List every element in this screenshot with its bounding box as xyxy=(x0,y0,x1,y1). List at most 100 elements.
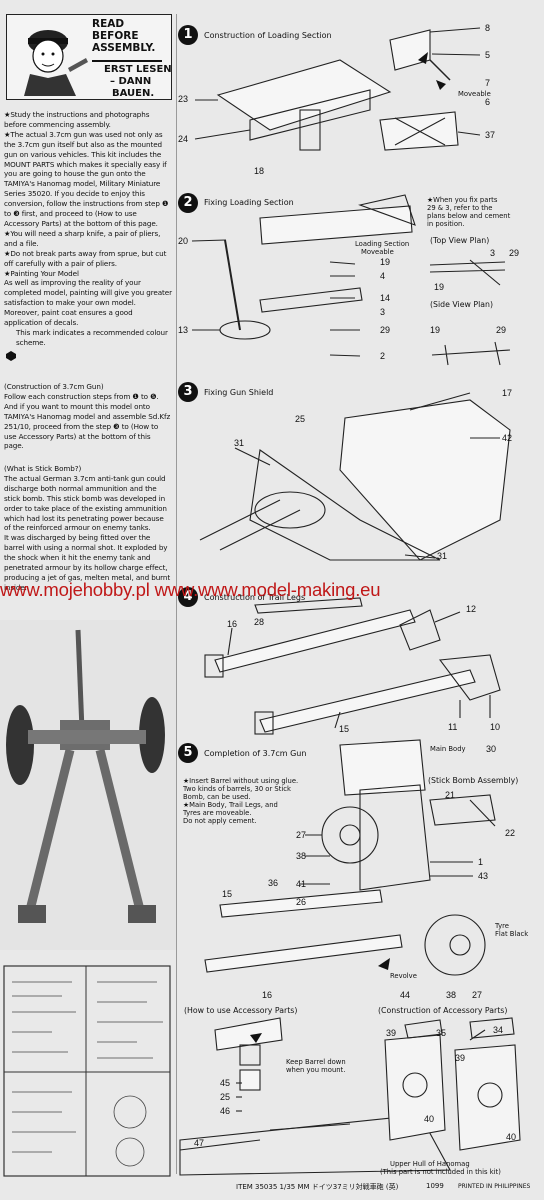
badge-line: ERST LESEN xyxy=(104,64,172,75)
part-label: 25 xyxy=(220,1092,231,1102)
part-label: 29 xyxy=(380,325,391,335)
stick-bomb-heading: (What is Stick Bomb?) xyxy=(4,464,82,473)
badge-line: ASSEMBLY. xyxy=(92,42,156,54)
part-label: 29 xyxy=(509,248,520,258)
left-column: READ BEFORE ASSEMBLY. ERST LESEN – DANN … xyxy=(0,0,176,1200)
badge-line: BAUEN. xyxy=(112,88,155,99)
note-line: Tyres are moveable. xyxy=(183,809,252,817)
step-4-title: Construction of Trail Legs xyxy=(204,593,306,602)
soldier-portrait-icon xyxy=(24,30,88,96)
part-label: 11 xyxy=(448,722,458,732)
part-label: 6 xyxy=(485,97,491,107)
part-label: 41 xyxy=(296,879,307,889)
badge-line: BEFORE xyxy=(92,30,139,42)
note-line: ★Main Body, Trail Legs, and xyxy=(183,801,278,809)
item-number: ITEM 35035 1/35 MM ドイツ37ミリ対戦車砲 (英) xyxy=(236,1183,399,1191)
part-label: 31 xyxy=(437,551,448,561)
intro-paragraph: ★Do not break parts away from sprue, but… xyxy=(4,248,167,268)
intro-paragraph: ★You will need a sharp knife, a pair of … xyxy=(4,228,161,248)
part-label: 1 xyxy=(478,857,484,867)
note-line: in position. xyxy=(427,220,465,228)
part-label: 21 xyxy=(445,790,456,800)
moveable-note: Moveable xyxy=(458,90,491,98)
part-label: 15 xyxy=(339,724,350,734)
part-label: 19 xyxy=(434,282,445,292)
intro-paragraph: ★Painting Your Model xyxy=(4,268,79,278)
step-3-number: 3 xyxy=(178,382,198,402)
construction-section: (Construction of 3.7cm Gun) Follow each … xyxy=(4,382,172,451)
part-label: 17 xyxy=(502,388,513,398)
part-label: 19 xyxy=(430,325,441,335)
note-line: Upper Hull of Hanomag xyxy=(390,1160,470,1168)
part-label: 31 xyxy=(234,438,245,448)
badge-german: ERST LESEN – DANN BAUEN. xyxy=(104,64,172,100)
part-label: 26 xyxy=(296,897,307,907)
part-label: 8 xyxy=(485,23,491,33)
part-label: 3 xyxy=(380,307,386,317)
keep-barrel-note: Keep Barrel down when you mount. xyxy=(286,1058,346,1074)
step-5-number: 5 xyxy=(178,743,198,763)
part-label: 27 xyxy=(472,990,483,1000)
part-label: 23 xyxy=(178,94,189,104)
step-5-title: Completion of 3.7cm Gun xyxy=(204,749,307,758)
part-label: 24 xyxy=(178,134,189,144)
construction-text: Follow each construction steps from ❶ to… xyxy=(4,391,171,451)
step-2-number: 2 xyxy=(178,193,198,213)
part-label: 46 xyxy=(220,1106,231,1116)
part-label: 28 xyxy=(254,617,265,627)
construction-heading: (Construction of 3.7cm Gun) xyxy=(4,382,104,391)
stick-bomb-assembly-heading: (Stick Bomb Assembly) xyxy=(428,776,519,785)
step-4-number: 4 xyxy=(178,587,198,607)
part-label: 15 xyxy=(222,889,233,899)
part-label: 20 xyxy=(178,236,189,246)
part-label: 39 xyxy=(386,1028,397,1038)
badge-divider-icon xyxy=(92,60,162,62)
main-body-label: Main Body xyxy=(430,745,466,753)
note-line: Two kinds of barrels, 30 or Stick xyxy=(183,785,291,793)
intro-paragraph: ★Study the instructions and photographs … xyxy=(4,110,150,129)
note-line: Tyre xyxy=(495,922,509,930)
stick-bomb-section: (What is Stick Bomb?) The actual German … xyxy=(4,464,172,593)
step-1-number: 1 xyxy=(178,25,198,45)
colour-scheme-note: This mark indicates a recommended colour… xyxy=(16,327,168,347)
part-label: 14 xyxy=(380,293,391,303)
intro-paragraph: As well as improving the reality of your… xyxy=(4,278,172,328)
part-label: 40 xyxy=(506,1132,517,1142)
part-label: 25 xyxy=(295,414,306,424)
printed-in: PRINTED IN PHILIPPINES xyxy=(458,1183,531,1190)
part-label: 19 xyxy=(380,257,391,267)
part-label: 16 xyxy=(227,619,238,629)
intro-text: ★Study the instructions and photographs … xyxy=(4,110,172,348)
side-view-heading: (Side View Plan) xyxy=(430,300,493,309)
part-label: 40 xyxy=(424,1114,435,1124)
hull-note: Upper Hull of Hanomag (This part is not … xyxy=(380,1160,501,1176)
note-line: ★Insert Barrel without using glue. xyxy=(183,777,299,785)
part-label: 5 xyxy=(485,50,491,60)
part-label: 18 xyxy=(254,166,265,176)
part-label: 47 xyxy=(194,1138,205,1148)
accessory-construction-heading: (Construction of Accessory Parts) xyxy=(378,1006,508,1015)
note-line: Keep Barrel down xyxy=(286,1058,346,1066)
colour-mark-icon xyxy=(6,351,16,361)
part-label: 29 xyxy=(496,325,507,335)
stick-bomb-text: The actual German 3.7cm anti-tank gun co… xyxy=(4,473,167,533)
part-label: 22 xyxy=(505,828,516,838)
print-code: 1099 xyxy=(426,1182,444,1190)
revolve-note: Revolve xyxy=(390,972,417,980)
completion-notes: ★Insert Barrel without using glue. Two k… xyxy=(183,777,298,825)
badge-line: READ xyxy=(92,18,125,30)
note-line: 29 & 3, refer to the xyxy=(427,204,493,212)
part-label: 39 xyxy=(455,1053,466,1063)
part-label: 38 xyxy=(296,851,307,861)
part-label: 3 xyxy=(490,248,496,258)
part-label: 35 xyxy=(436,1028,447,1038)
part-label: 43 xyxy=(478,871,489,881)
step-3-title: Fixing Gun Shield xyxy=(204,388,274,397)
column-divider xyxy=(176,14,177,1174)
note-line: Moveable xyxy=(361,248,394,256)
note-line: (This part is not included in this kit) xyxy=(380,1168,501,1176)
part-label: 37 xyxy=(485,130,496,140)
part-label: 42 xyxy=(502,433,513,443)
badge-line: – DANN xyxy=(110,76,152,87)
